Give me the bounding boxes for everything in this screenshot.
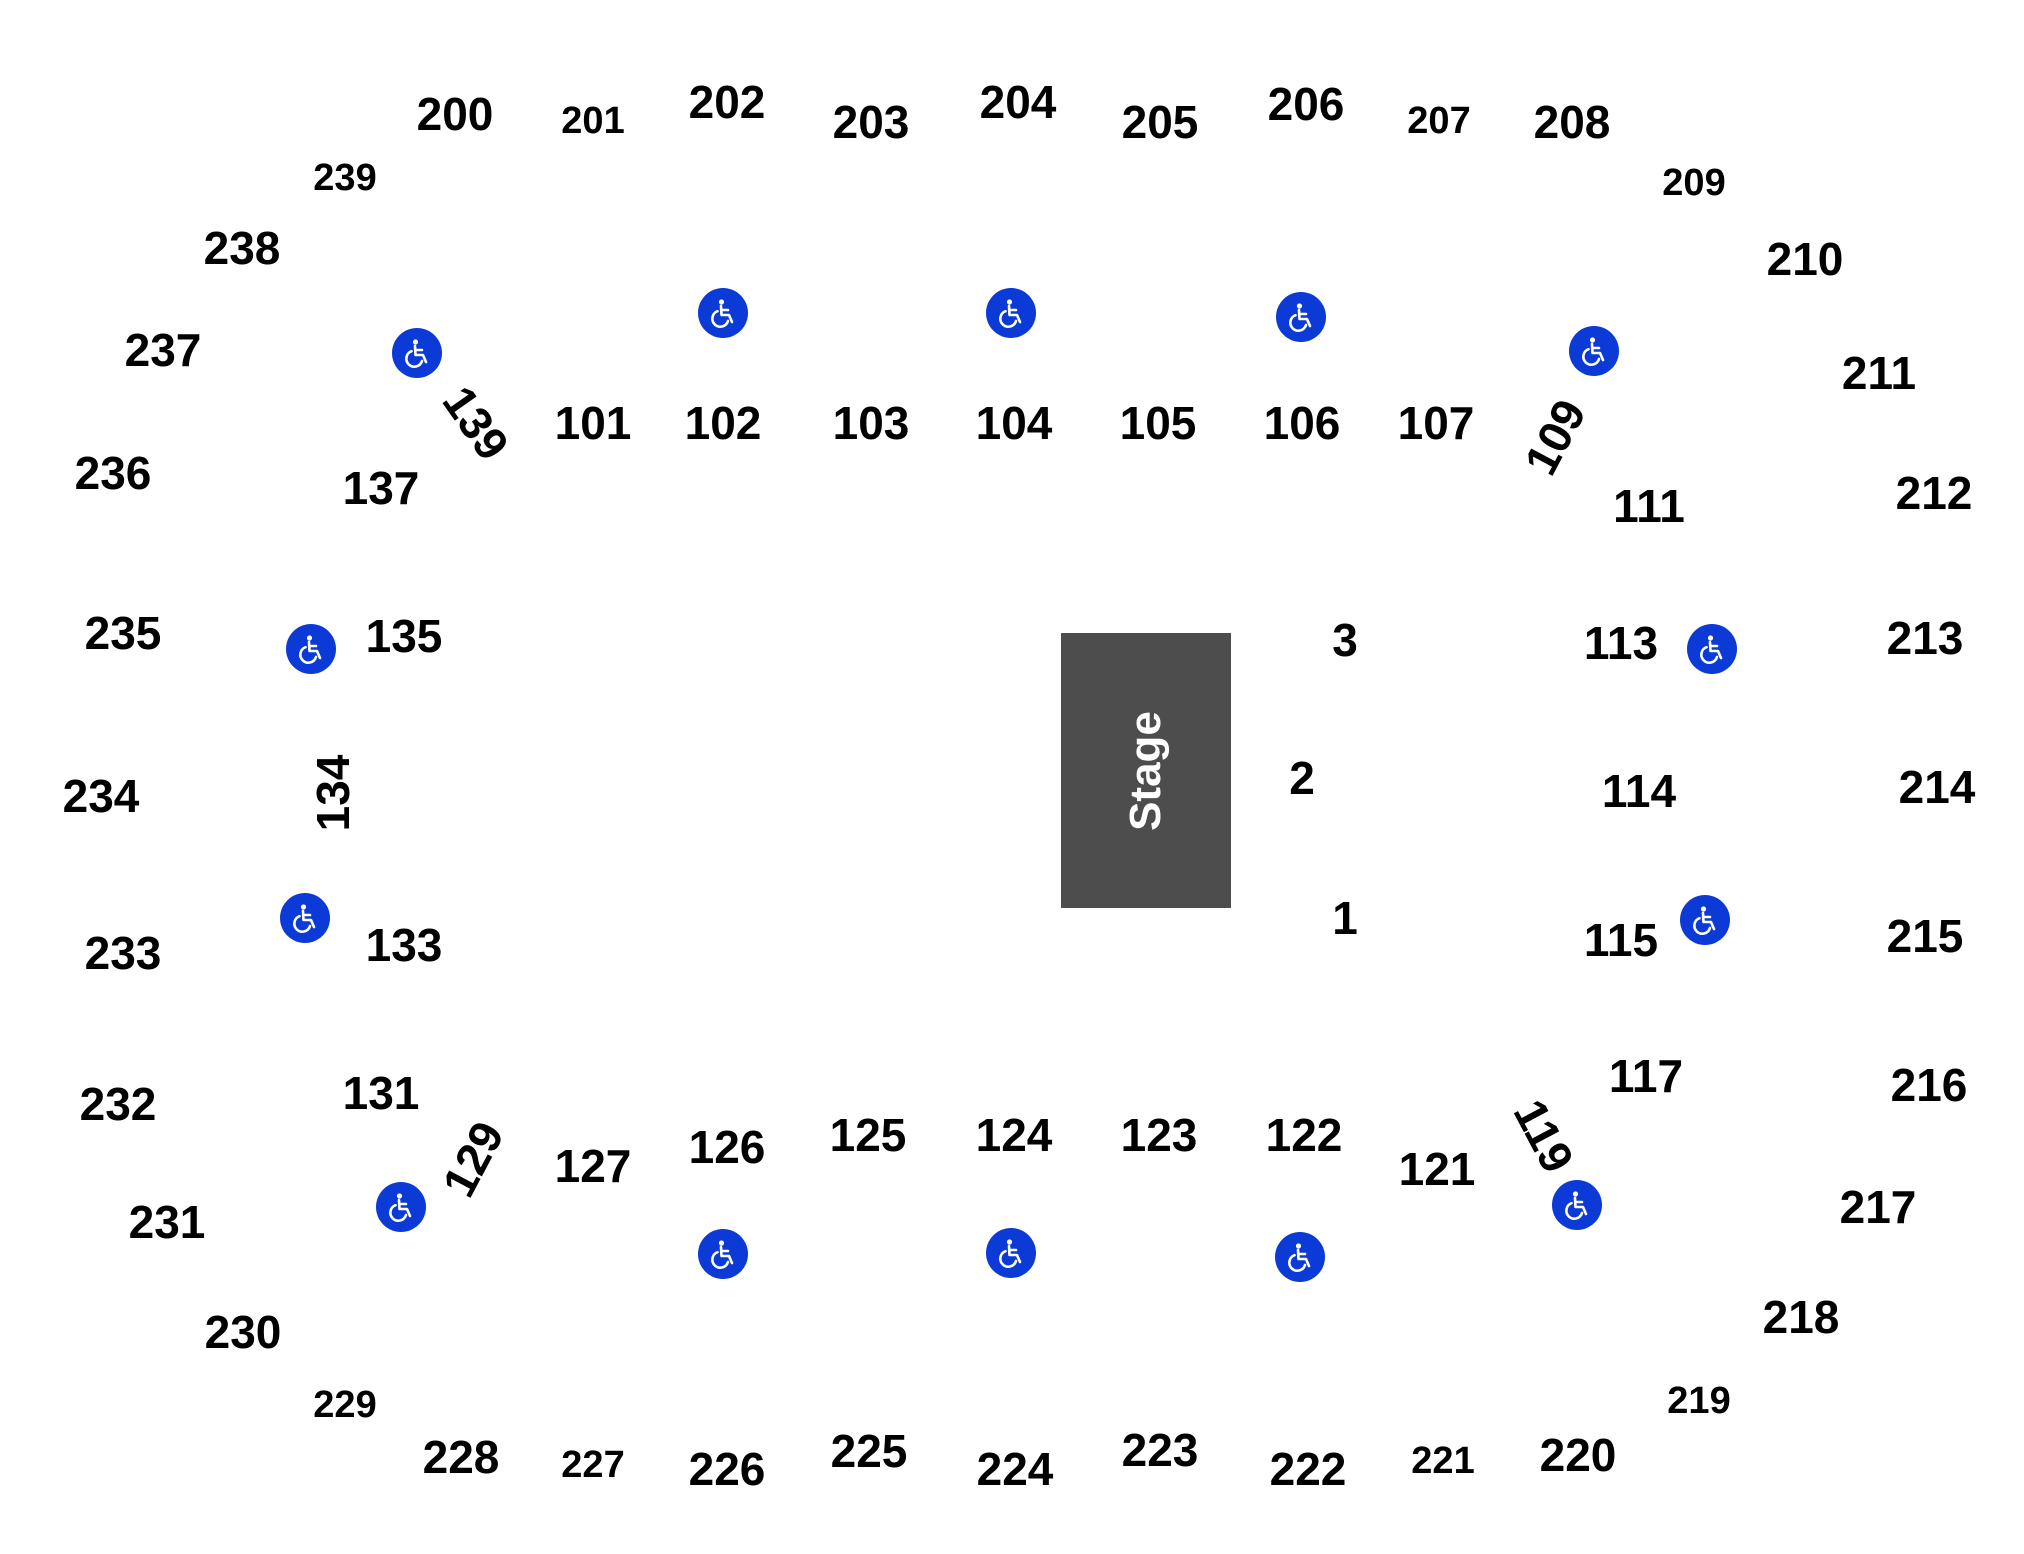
wheelchair-icon xyxy=(986,1228,1036,1278)
wheelchair-icon xyxy=(1680,895,1730,945)
section-202[interactable]: 202 xyxy=(688,76,766,128)
section-212[interactable]: 212 xyxy=(1895,467,1973,519)
wheelchair-icon xyxy=(392,328,442,378)
wheelchair-icon xyxy=(698,1229,748,1279)
section-228[interactable]: 228 xyxy=(422,1431,500,1483)
section-223[interactable]: 223 xyxy=(1121,1424,1199,1476)
section-127[interactable]: 127 xyxy=(554,1140,632,1192)
section-125[interactable]: 125 xyxy=(829,1109,907,1161)
section-126[interactable]: 126 xyxy=(688,1121,766,1173)
section-235[interactable]: 235 xyxy=(84,607,162,659)
section-139[interactable]: 139 xyxy=(432,376,520,470)
wheelchair-icon xyxy=(1275,1232,1325,1282)
section-229[interactable]: 229 xyxy=(313,1384,377,1426)
section-117[interactable]: 117 xyxy=(1608,1050,1684,1102)
wheelchair-icon xyxy=(280,893,330,943)
section-137[interactable]: 137 xyxy=(342,462,420,514)
section-224[interactable]: 224 xyxy=(976,1443,1054,1495)
section-134[interactable]: 134 xyxy=(307,754,359,832)
section-209[interactable]: 209 xyxy=(1662,162,1726,204)
wheelchair-icon xyxy=(1276,292,1326,342)
section-107[interactable]: 107 xyxy=(1397,397,1475,449)
section-133[interactable]: 133 xyxy=(365,919,443,971)
section-234[interactable]: 234 xyxy=(62,770,140,822)
section-221[interactable]: 221 xyxy=(1411,1440,1475,1482)
section-106[interactable]: 106 xyxy=(1263,397,1341,449)
section-122[interactable]: 122 xyxy=(1265,1109,1343,1161)
section-215[interactable]: 215 xyxy=(1886,910,1964,962)
floor-section-2[interactable]: 2 xyxy=(1289,752,1315,804)
section-131[interactable]: 131 xyxy=(342,1067,420,1119)
section-217[interactable]: 217 xyxy=(1839,1181,1917,1233)
section-129[interactable]: 129 xyxy=(432,1112,514,1206)
section-123[interactable]: 123 xyxy=(1120,1109,1198,1161)
section-227[interactable]: 227 xyxy=(561,1444,625,1486)
wheelchair-icon xyxy=(1687,624,1737,674)
section-239[interactable]: 239 xyxy=(313,157,377,199)
stage-label: Stage xyxy=(1120,710,1170,831)
section-205[interactable]: 205 xyxy=(1121,96,1199,148)
section-201[interactable]: 201 xyxy=(561,100,625,142)
section-237[interactable]: 237 xyxy=(124,324,202,376)
section-111[interactable]: 111 xyxy=(1613,480,1685,532)
section-231[interactable]: 231 xyxy=(128,1196,206,1248)
stage[interactable]: Stage xyxy=(1061,633,1231,908)
section-105[interactable]: 105 xyxy=(1119,397,1197,449)
section-210[interactable]: 210 xyxy=(1766,233,1844,285)
section-218[interactable]: 218 xyxy=(1762,1291,1840,1343)
section-121[interactable]: 121 xyxy=(1398,1143,1476,1195)
section-220[interactable]: 220 xyxy=(1539,1429,1617,1481)
section-230[interactable]: 230 xyxy=(204,1306,282,1358)
section-206[interactable]: 206 xyxy=(1267,78,1345,130)
floor-section-1[interactable]: 1 xyxy=(1332,892,1358,944)
section-236[interactable]: 236 xyxy=(74,447,152,499)
section-102[interactable]: 102 xyxy=(684,397,762,449)
section-233[interactable]: 233 xyxy=(84,927,162,979)
section-135[interactable]: 135 xyxy=(365,610,443,662)
section-124[interactable]: 124 xyxy=(975,1109,1053,1161)
wheelchair-icon xyxy=(986,288,1036,338)
section-204[interactable]: 204 xyxy=(979,76,1057,128)
section-226[interactable]: 226 xyxy=(688,1443,766,1495)
section-119[interactable]: 119 xyxy=(1503,1091,1585,1181)
section-222[interactable]: 222 xyxy=(1269,1443,1347,1495)
section-238[interactable]: 238 xyxy=(203,222,281,274)
section-115[interactable]: 115 xyxy=(1583,914,1659,966)
wheelchair-icon xyxy=(698,288,748,338)
section-219[interactable]: 219 xyxy=(1667,1380,1731,1422)
section-200[interactable]: 200 xyxy=(416,88,494,140)
wheelchair-icon xyxy=(376,1182,426,1232)
section-101[interactable]: 101 xyxy=(554,397,632,449)
wheelchair-icon xyxy=(1552,1180,1602,1230)
section-203[interactable]: 203 xyxy=(832,96,910,148)
section-104[interactable]: 104 xyxy=(975,397,1053,449)
wheelchair-icon xyxy=(1569,326,1619,376)
section-114[interactable]: 114 xyxy=(1601,765,1677,817)
section-208[interactable]: 208 xyxy=(1533,96,1611,148)
section-232[interactable]: 232 xyxy=(79,1078,157,1130)
section-214[interactable]: 214 xyxy=(1898,761,1976,813)
section-103[interactable]: 103 xyxy=(832,397,910,449)
section-207[interactable]: 207 xyxy=(1407,100,1471,142)
section-211[interactable]: 211 xyxy=(1841,347,1917,399)
wheelchair-icon xyxy=(286,624,336,674)
section-225[interactable]: 225 xyxy=(830,1425,908,1477)
section-113[interactable]: 113 xyxy=(1583,617,1659,669)
section-109[interactable]: 109 xyxy=(1514,390,1596,484)
section-213[interactable]: 213 xyxy=(1886,612,1964,664)
section-216[interactable]: 216 xyxy=(1890,1059,1968,1111)
floor-section-3[interactable]: 3 xyxy=(1332,614,1358,666)
